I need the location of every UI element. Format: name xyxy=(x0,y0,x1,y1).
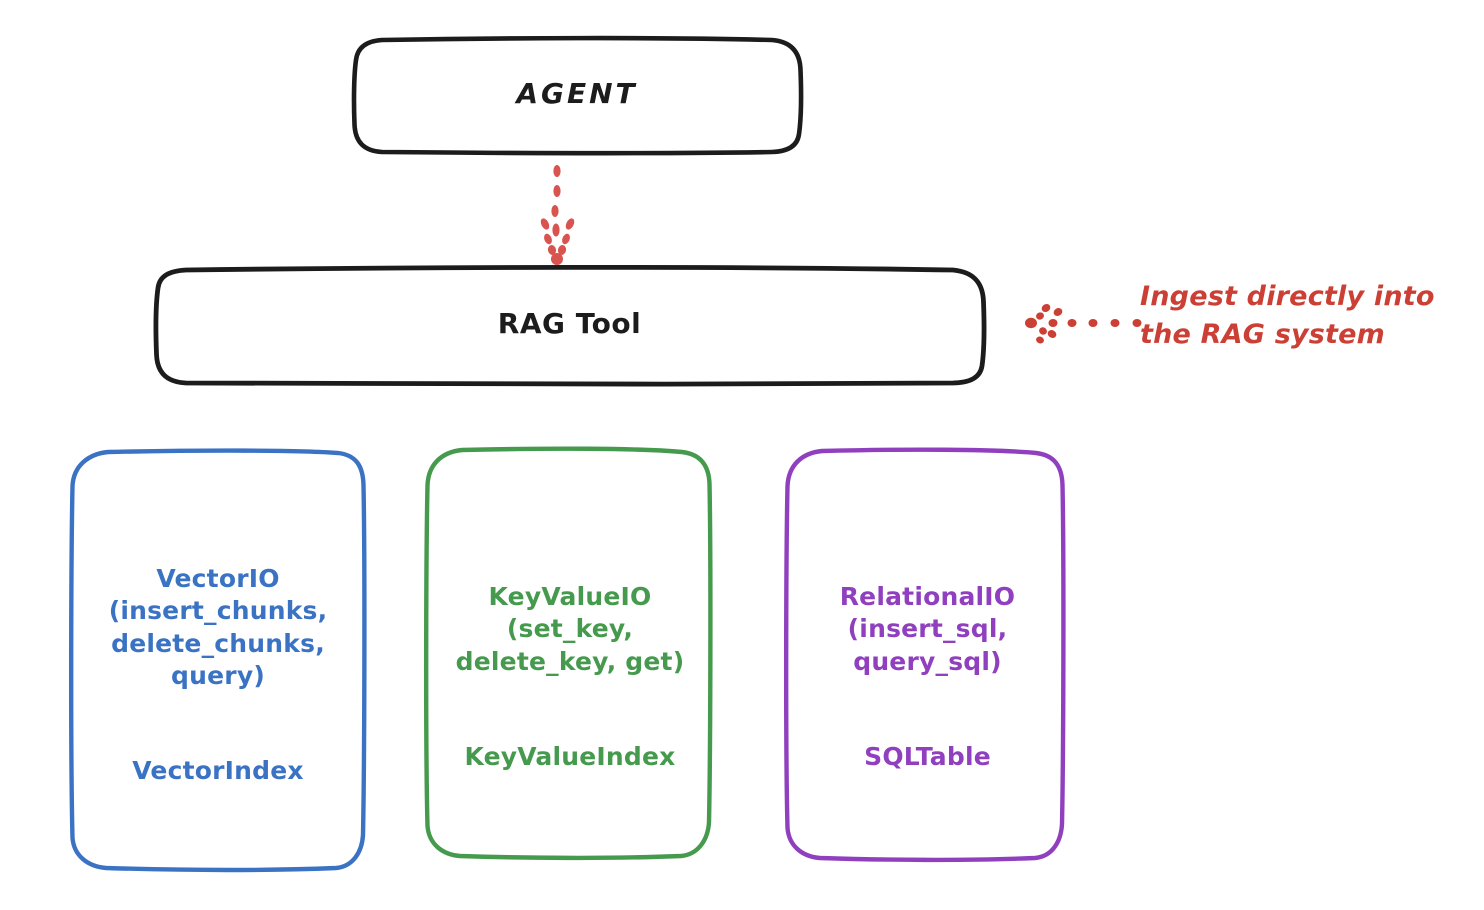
ingest-annotation-label: Ingest directly into the RAG system xyxy=(1140,281,1435,351)
relational-io-api-label: RelationalIO (insert_sql, query_sql) xyxy=(839,581,1016,676)
relational-io-text-block: RelationalIO (insert_sql, query_sql) SQL… xyxy=(790,548,1065,806)
rag-tool-box-outline xyxy=(153,264,987,387)
key-value-io-api-label: KeyValueIO (set_key, delete_key, get) xyxy=(455,581,685,676)
agent-node[interactable] xyxy=(351,35,804,156)
agent-to-rag-connector xyxy=(540,165,575,265)
key-value-io-text-block: KeyValueIO (set_key, delete_key, get) Ke… xyxy=(428,548,712,806)
provider-box-key-value-io[interactable] xyxy=(423,446,713,861)
vector-io-api-label: VectorIO (insert_chunks, delete_chunks, … xyxy=(108,563,328,691)
rag-tool-node-label: RAG Tool xyxy=(497,307,642,340)
key-value-io-box-outline xyxy=(423,446,713,861)
agent-node-label: AGENT xyxy=(516,77,638,110)
relational-io-box-outline xyxy=(783,447,1066,863)
vector-io-box-outline xyxy=(68,448,367,873)
provider-box-relational-io[interactable] xyxy=(783,447,1066,863)
provider-box-vector-io[interactable] xyxy=(68,448,367,873)
key-value-io-index-label: KeyValueIndex xyxy=(464,741,676,771)
vector-io-index-label: VectorIndex xyxy=(132,756,304,785)
relational-io-index-label: SQLTable xyxy=(864,741,991,771)
ingest-connector-arrow xyxy=(1025,303,1142,344)
rag-tool-node[interactable] xyxy=(153,264,987,387)
agent-box-outline xyxy=(351,35,804,156)
vector-io-text-block: VectorIO (insert_chunks, delete_chunks, … xyxy=(74,530,362,820)
